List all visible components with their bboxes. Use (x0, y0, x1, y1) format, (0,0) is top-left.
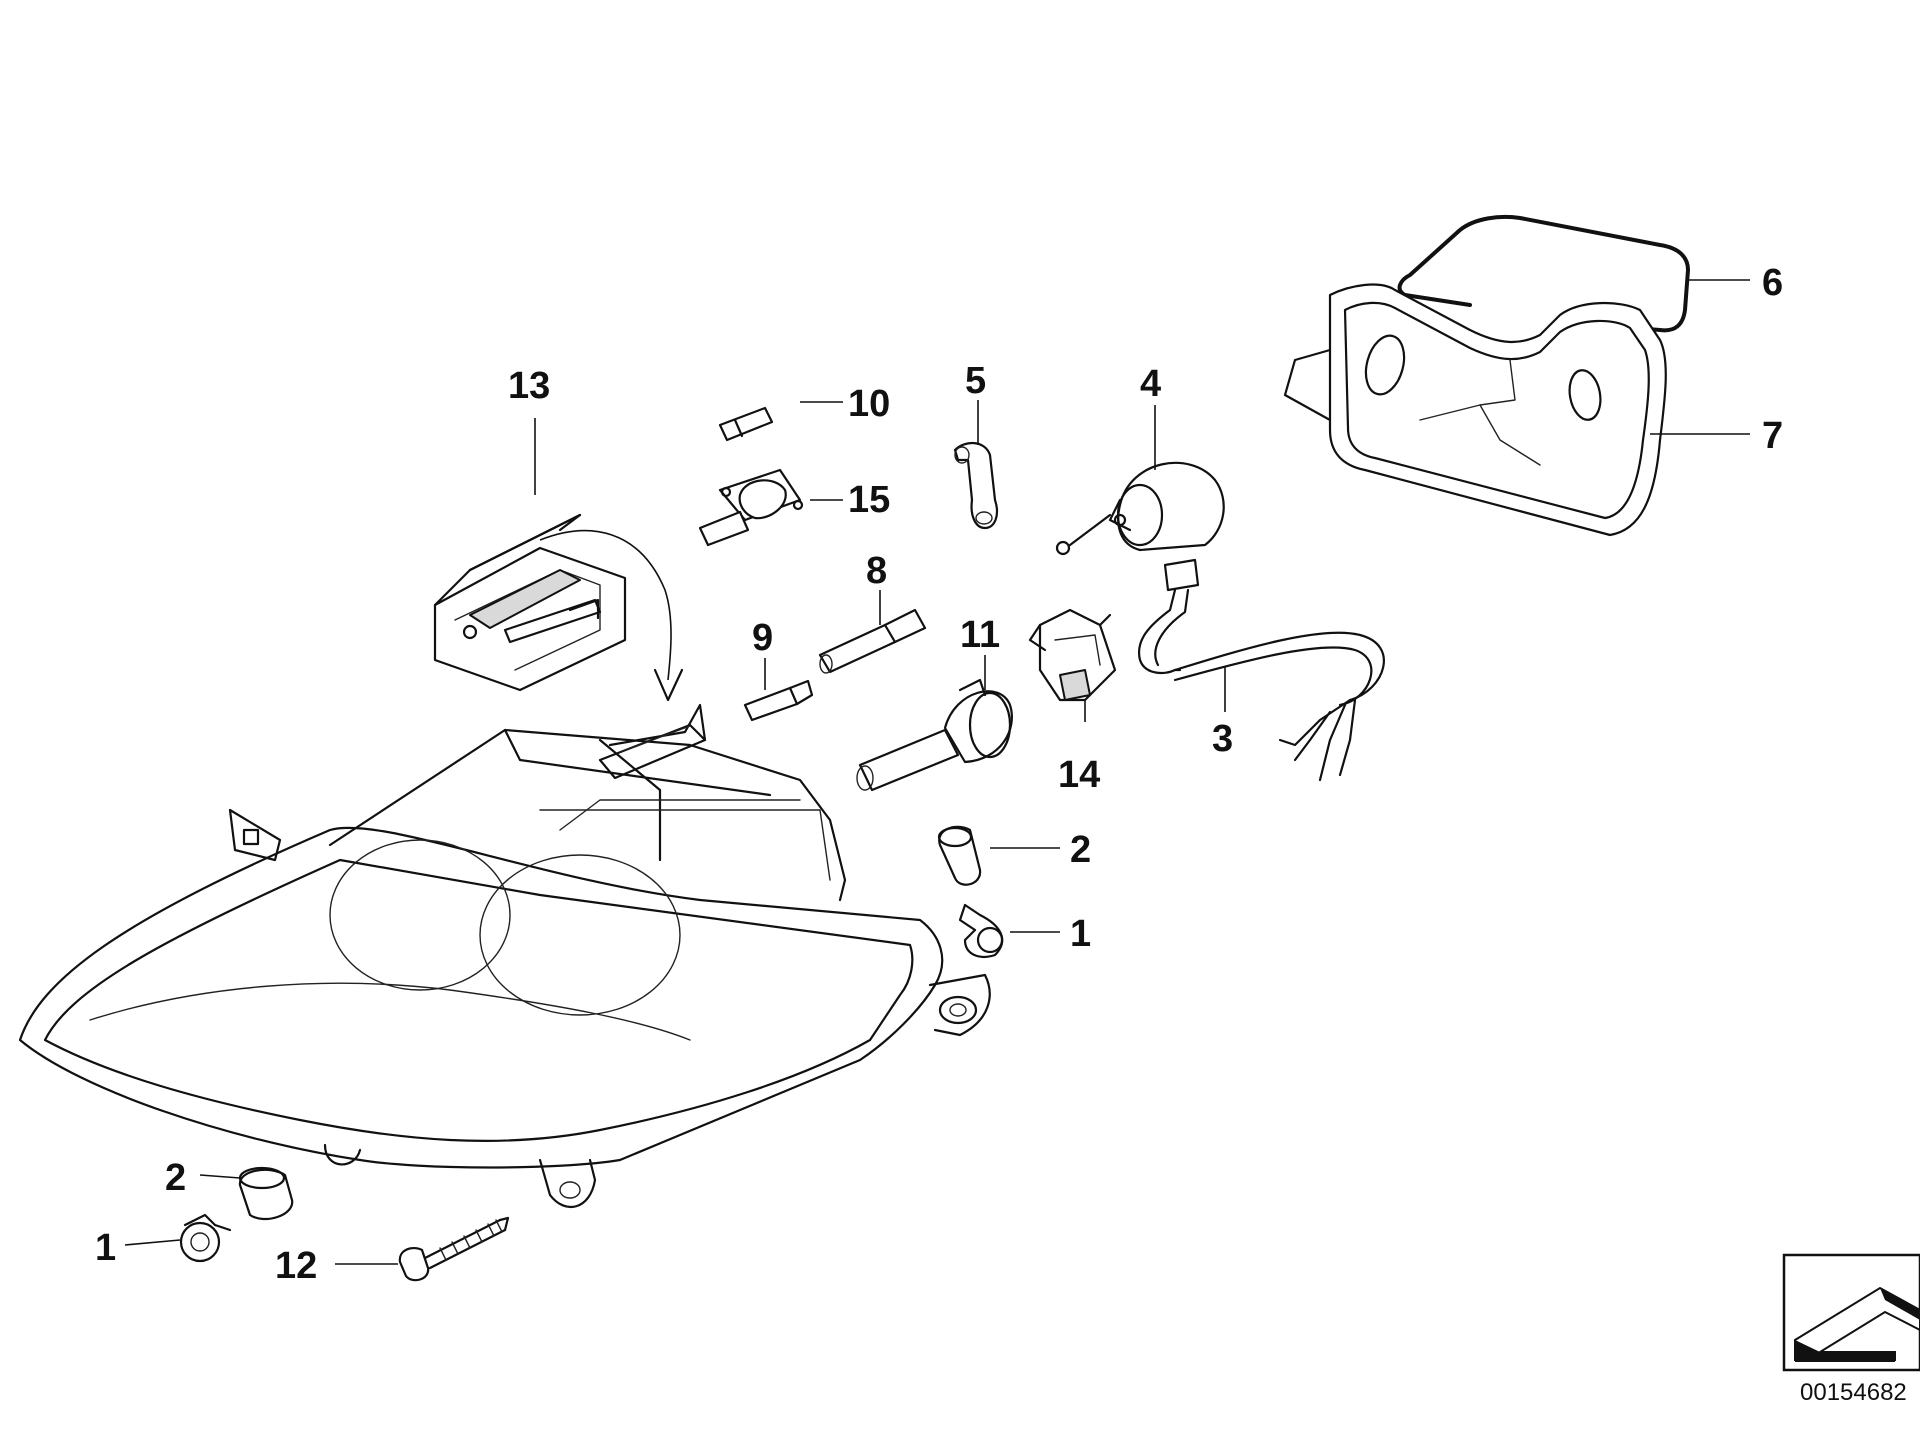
holder-sleeve (818, 608, 927, 674)
main-bulb (856, 678, 1013, 792)
callout-11: 11 (960, 614, 1000, 656)
cap-and-clip-left (179, 1166, 294, 1263)
seal-wire (1397, 214, 1690, 333)
callout-9: 9 (752, 617, 773, 659)
wiring-harness (1137, 558, 1385, 782)
headlight-housing (18, 703, 991, 1208)
callout-14: 14 (1058, 754, 1100, 796)
cable-hose (953, 442, 999, 530)
callout-10: 10 (848, 383, 890, 425)
callout-1-left: 1 (95, 1227, 116, 1269)
callout-15: 15 (848, 479, 890, 521)
callout-8: 8 (866, 550, 887, 592)
document-number: 00154682 (1800, 1379, 1907, 1406)
callout-1-right: 1 (1070, 913, 1091, 955)
leader-lines (124, 279, 1750, 1265)
callout-5: 5 (965, 360, 986, 402)
callout-4: 4 (1140, 363, 1161, 405)
callout-13: 13 (508, 365, 550, 407)
callout-3: 3 (1212, 718, 1233, 760)
callout-7: 7 (1762, 415, 1783, 457)
bulb-holder (698, 468, 804, 547)
callout-2-left: 2 (165, 1157, 186, 1199)
callout-2-right: 2 (1070, 829, 1091, 871)
bulb-socket (1028, 608, 1117, 702)
callout-6: 6 (1762, 262, 1783, 304)
small-bulb (718, 406, 774, 442)
direction-arrow-icon (1782, 1253, 1920, 1372)
cap-and-clip-right (937, 825, 1004, 958)
mounting-screw (398, 1216, 510, 1282)
control-unit-box (433, 513, 684, 702)
wedge-bulb (743, 679, 814, 722)
leveling-motor (1055, 461, 1225, 556)
callout-12: 12 (275, 1245, 317, 1287)
callout-labels: 13 10 15 5 4 8 9 11 14 3 6 7 2 1 2 1 12 (95, 262, 1783, 1287)
housing-gasket (1283, 283, 1667, 537)
